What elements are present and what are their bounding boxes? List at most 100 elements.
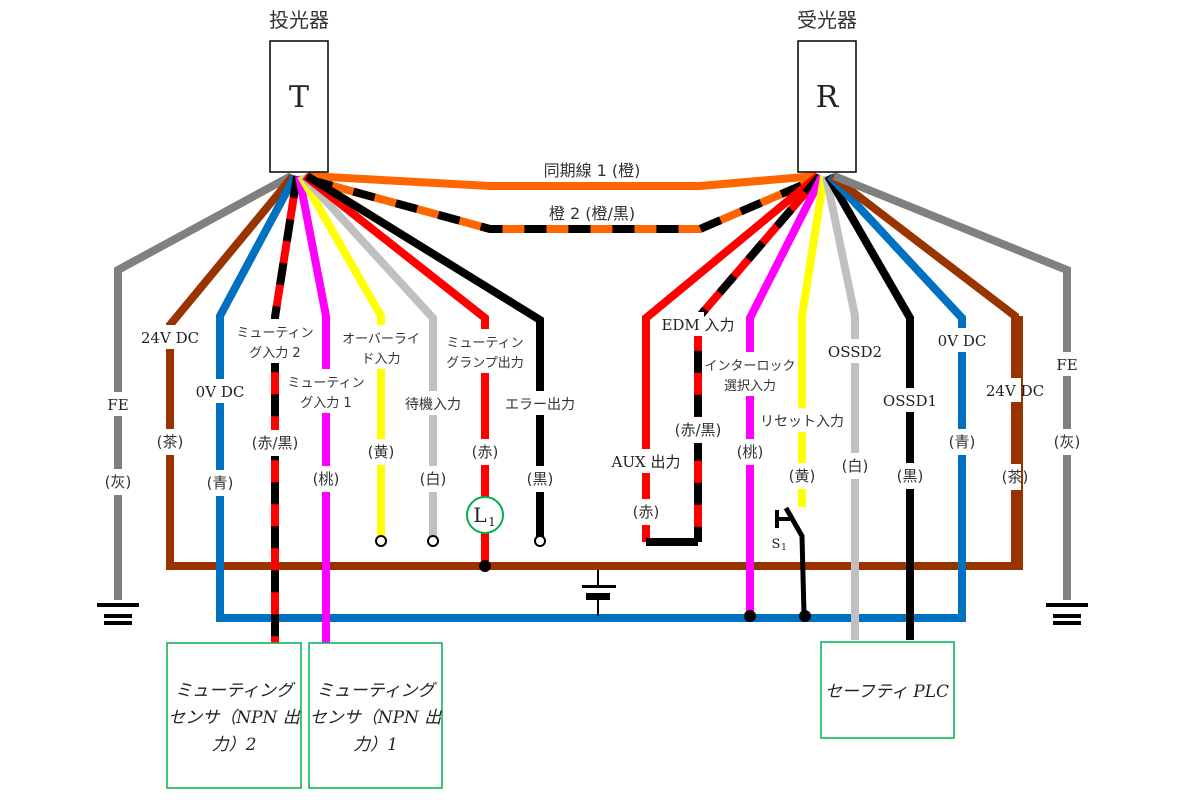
emitter-override-function-label: オーバーライ	[342, 332, 420, 347]
receiver-fe-function-label: FE	[1056, 356, 1077, 374]
emitter-muting2-function-label: ミューティン	[236, 326, 313, 341]
wire-label-gap	[692, 312, 704, 336]
receiver-ossd1-color-label: (黒)	[897, 467, 924, 485]
switch-S1-label: S	[772, 537, 781, 552]
wire-label-gap	[1061, 352, 1073, 376]
emitter-box	[269, 40, 329, 173]
wire-label-gap	[427, 391, 439, 415]
terminal-standby	[427, 535, 439, 547]
emitter-wire-0v	[216, 174, 299, 618]
muting-sensor-1-box	[308, 642, 443, 789]
receiver-interlock-color-label: (桃)	[737, 443, 764, 461]
sync-wire-2-stripe	[309, 176, 816, 233]
wire-label-gap	[956, 429, 968, 455]
lamp-L1-subscript: 1	[488, 515, 496, 529]
safety-plc-label: セーフティ PLC	[825, 682, 949, 702]
wire-label-gap	[534, 466, 546, 492]
emitter-muting2-color-label: (赤/黒)	[252, 434, 299, 452]
muting-sensor-2-box-label: ミューティング	[175, 681, 296, 701]
emitter-error-function-label: エラー出力	[505, 397, 575, 413]
receiver-aux-color-label: (赤)	[633, 503, 660, 521]
ground-icon-2	[104, 614, 132, 618]
emitter-wire-error	[304, 172, 544, 538]
receiver-24v-function-label: 24V DC	[986, 382, 1044, 400]
emitter-lamp-function-label: グランプ出力	[446, 356, 524, 371]
safety-plc-box	[820, 641, 955, 739]
muting-sensor-2-box-label: 力）2	[212, 735, 257, 755]
switch-S1-lever	[783, 506, 807, 615]
sync-wire-1-label: 同期線 1 (橙)	[544, 161, 641, 180]
receiver-ossd2-function-label: OSSD2	[828, 343, 882, 361]
wire-label-gap	[744, 439, 756, 465]
emitter-error-color-label: (黒)	[527, 470, 554, 488]
battery-plate-positive	[582, 585, 616, 588]
receiver-interlock-function-label: インターロック	[704, 359, 795, 374]
wire-label-gap	[164, 325, 176, 349]
receiver-wire-fe	[832, 172, 1071, 600]
emitter-override-function-label: ド入力	[361, 352, 400, 367]
wire-label-gap	[479, 439, 491, 465]
emitter-lamp-color-label: (赤)	[472, 443, 499, 461]
wire-label-gap	[640, 449, 652, 473]
emitter-muting1-function-label: ミューティン	[287, 376, 364, 391]
wire-label-gap	[796, 463, 808, 489]
emitter-wire-lamp	[302, 172, 489, 566]
receiver-aux-function-label: AUX 出力	[611, 453, 681, 471]
ground-icon	[97, 603, 139, 607]
junction-lamp	[479, 560, 491, 572]
muting-sensor-2-box-label: センサ（NPN 出	[168, 708, 301, 728]
wire-label-gap	[214, 379, 226, 403]
junction-switch	[799, 610, 811, 622]
muting-sensor-1-box-label: 力）1	[353, 735, 398, 755]
sync-wire-2-label: 橙 2 (橙/黒)	[549, 204, 635, 223]
wire-label-gap	[320, 369, 332, 413]
emitter-0v-color-label: (青)	[207, 474, 234, 492]
ground-icon-3	[1053, 621, 1081, 625]
emitter-wire-muting1	[295, 175, 330, 645]
wires-layer	[112, 172, 1073, 645]
wire-label-gap	[692, 417, 704, 443]
receiver-title: 受光器	[797, 8, 857, 32]
battery-plate-negative	[586, 593, 610, 600]
emitter-standby-color-label: (白)	[420, 470, 447, 488]
emitter-fe-function-label: FE	[107, 396, 128, 414]
wire-label-gap	[904, 463, 916, 489]
junction-interlock	[744, 610, 756, 622]
wire-label-gap	[375, 325, 387, 369]
ground-icon	[1046, 603, 1088, 607]
wire-label-gap	[1009, 464, 1021, 490]
emitter-muting1-color-label: (桃)	[313, 470, 340, 488]
emitter-muting2-function-label: グ入力 2	[249, 346, 300, 361]
receiver-ossd1-function-label: OSSD1	[883, 392, 937, 410]
wire-label-gap	[479, 329, 491, 373]
receiver-box	[797, 40, 857, 173]
emitter-fe-color-label: (灰)	[105, 473, 132, 491]
lamp-L1	[466, 496, 504, 534]
muting-sensor-2-box	[166, 642, 302, 789]
wire-label-gap	[849, 339, 861, 363]
emitter-muting1-function-label: グ入力 1	[300, 396, 351, 411]
wire-label-gap	[214, 470, 226, 496]
switch-S1-contact	[775, 510, 790, 528]
receiver-fe-color-label: (灰)	[1054, 433, 1081, 451]
lamp-L1-label: L	[473, 503, 486, 527]
sync-wire-1	[308, 172, 817, 190]
receiver-interlock-function-label: 選択入力	[724, 379, 776, 394]
emitter-24v-color-label: (茶)	[157, 433, 184, 451]
terminal-override	[375, 535, 387, 547]
muting-sensor-1-box-label: ミューティング	[317, 681, 438, 701]
wire-label-gap	[164, 429, 176, 455]
emitter-lamp-function-label: ミューティン	[446, 336, 523, 351]
emitter-standby-function-label: 待機入力	[405, 397, 461, 413]
components-layer	[97, 40, 1088, 789]
emitter-letter: T	[289, 80, 309, 115]
wire-label-gap	[375, 439, 387, 465]
ground-icon-2	[1053, 614, 1081, 618]
wire-label-gap	[796, 408, 808, 432]
wire-label-gap	[112, 392, 124, 416]
emitter-wire-standby	[300, 173, 437, 538]
switch-S1-subscript: 1	[781, 543, 787, 553]
emitter-24v-function-label: 24V DC	[141, 329, 199, 347]
